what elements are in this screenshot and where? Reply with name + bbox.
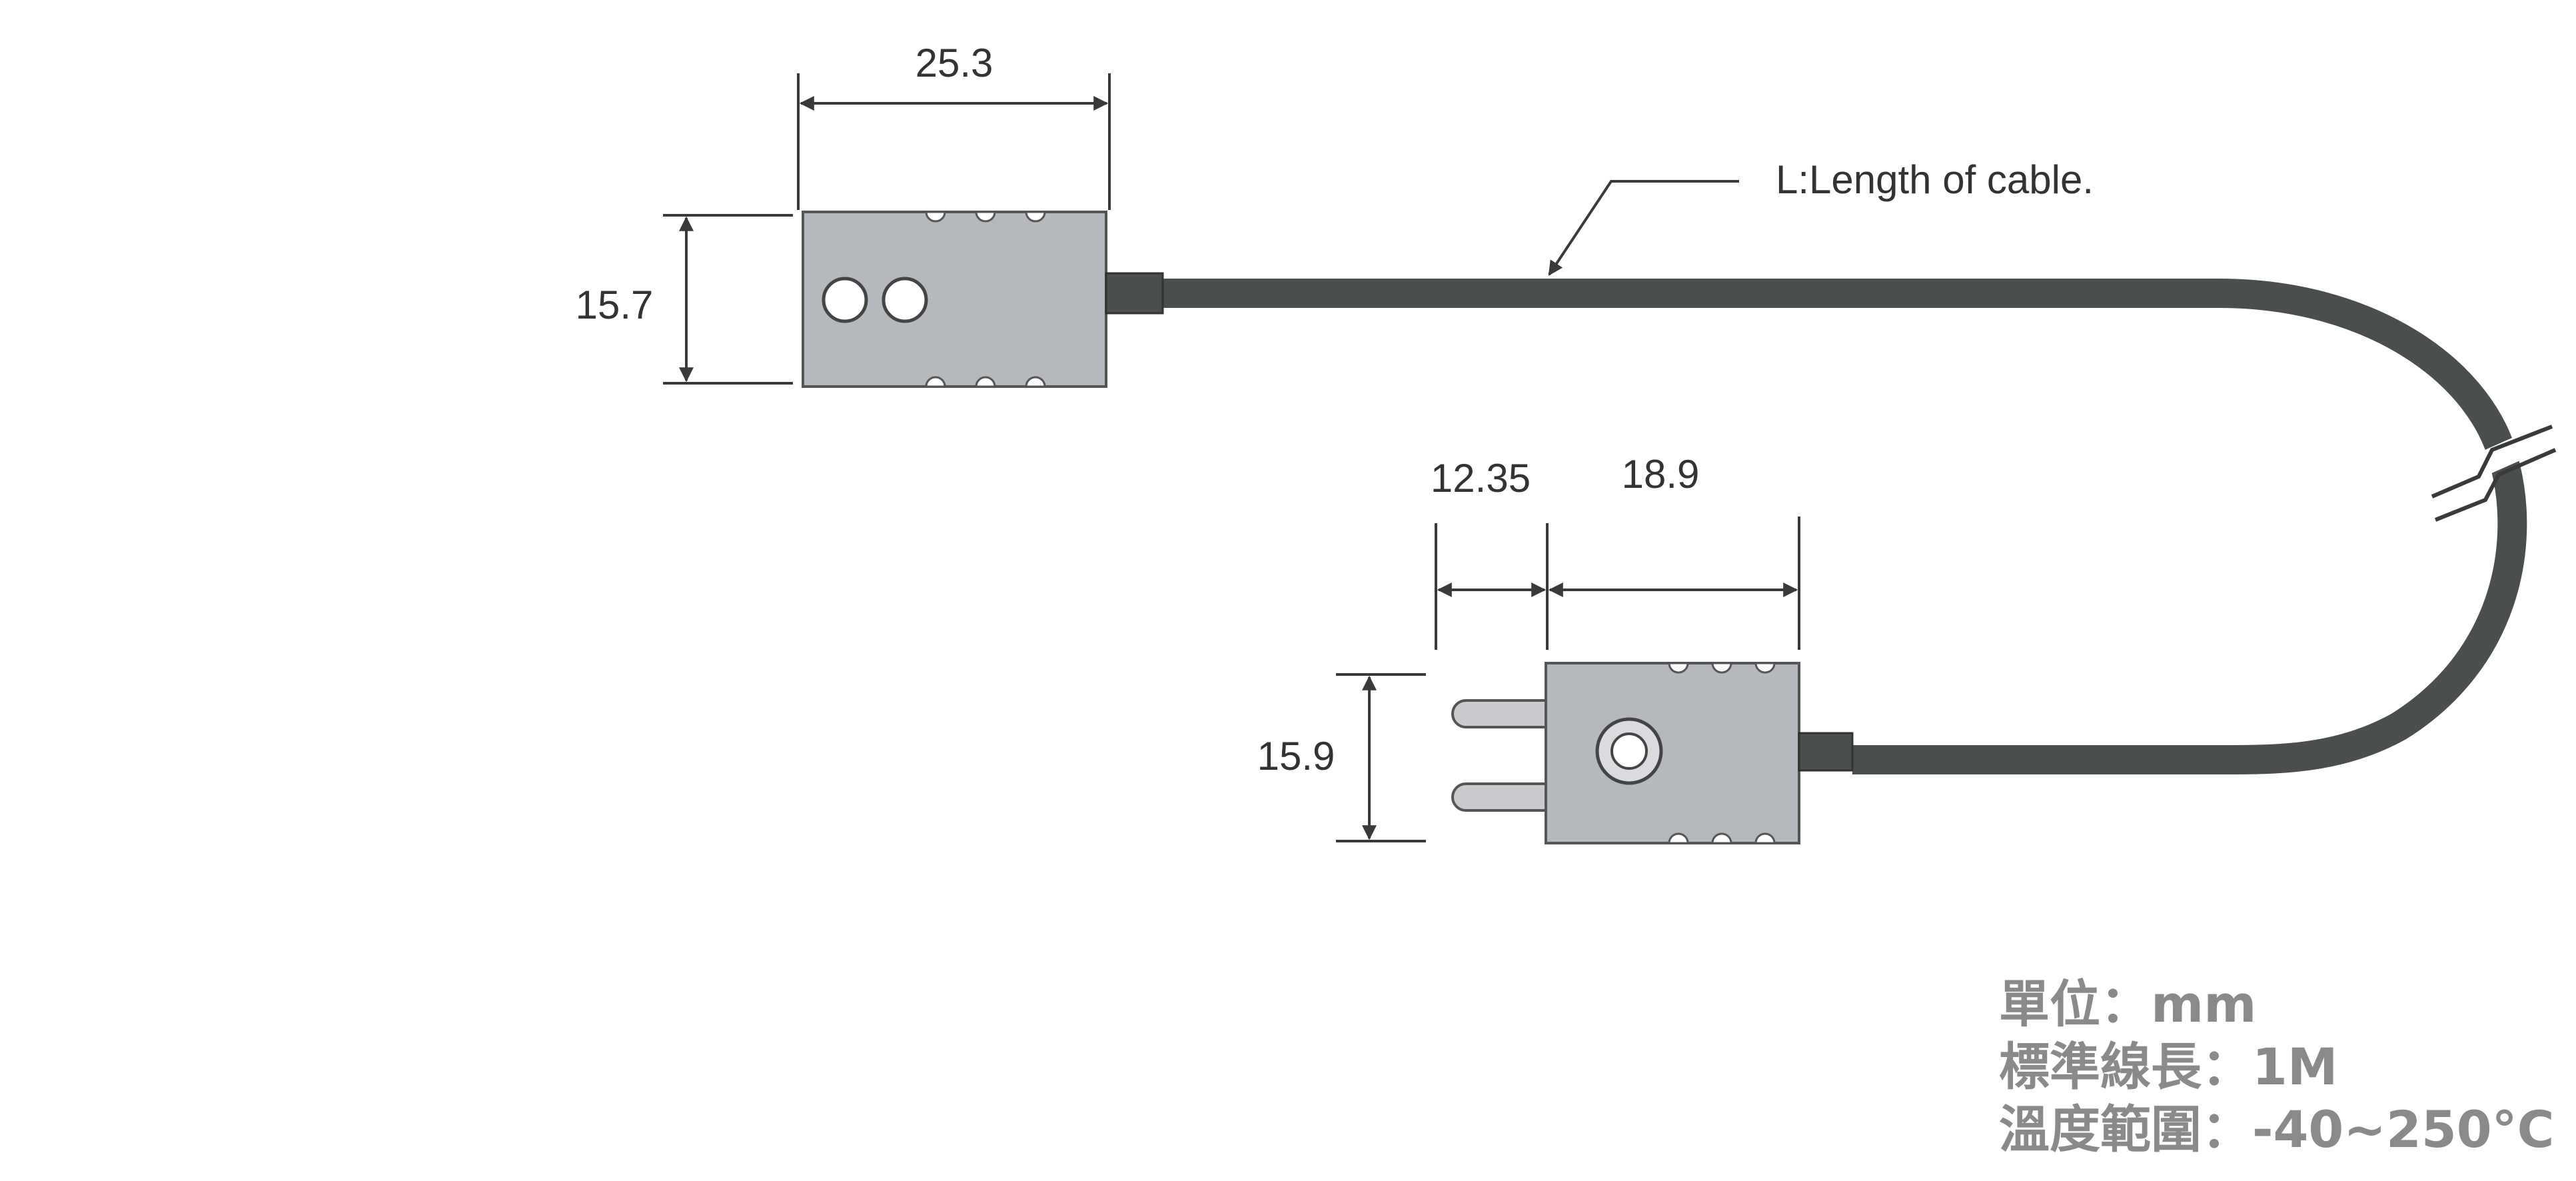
socket-hole-icon xyxy=(882,277,928,323)
female-connector xyxy=(802,211,1164,388)
strain-relief xyxy=(1105,272,1164,315)
cable-break-symbol xyxy=(2427,422,2557,522)
specification-notes: 單位：mm 標準線長：1M 溫度範圍：-40~250°C xyxy=(1999,973,2554,1161)
male-height-label: 15.9 xyxy=(1257,734,1335,778)
strain-relief xyxy=(1798,732,1854,772)
male-body-width-label: 18.9 xyxy=(1622,452,1700,497)
unit-note: 單位：mm xyxy=(1999,974,2257,1034)
dimension-lines xyxy=(663,73,1800,842)
socket-hole-icon xyxy=(822,277,868,323)
target-circle-icon xyxy=(1595,717,1663,785)
cable-length-callout: L:Length of cable. xyxy=(1776,157,2094,202)
grip-notches-bottom xyxy=(1668,832,1776,844)
pins xyxy=(1451,699,1554,812)
standard-length-note: 標準線長：1M xyxy=(1999,1037,2338,1096)
pin-length-label: 12.35 xyxy=(1431,456,1531,501)
female-width-label: 25.3 xyxy=(916,41,993,85)
grip-notches-bottom xyxy=(925,376,1046,388)
grip-notches-top xyxy=(1668,662,1776,674)
male-connector xyxy=(1451,662,1854,844)
temperature-range-note: 溫度範圍：-40~250°C xyxy=(1999,1100,2555,1159)
grip-notches-top xyxy=(925,211,1046,223)
female-height-label: 15.7 xyxy=(576,283,654,327)
cable xyxy=(1163,279,2557,774)
